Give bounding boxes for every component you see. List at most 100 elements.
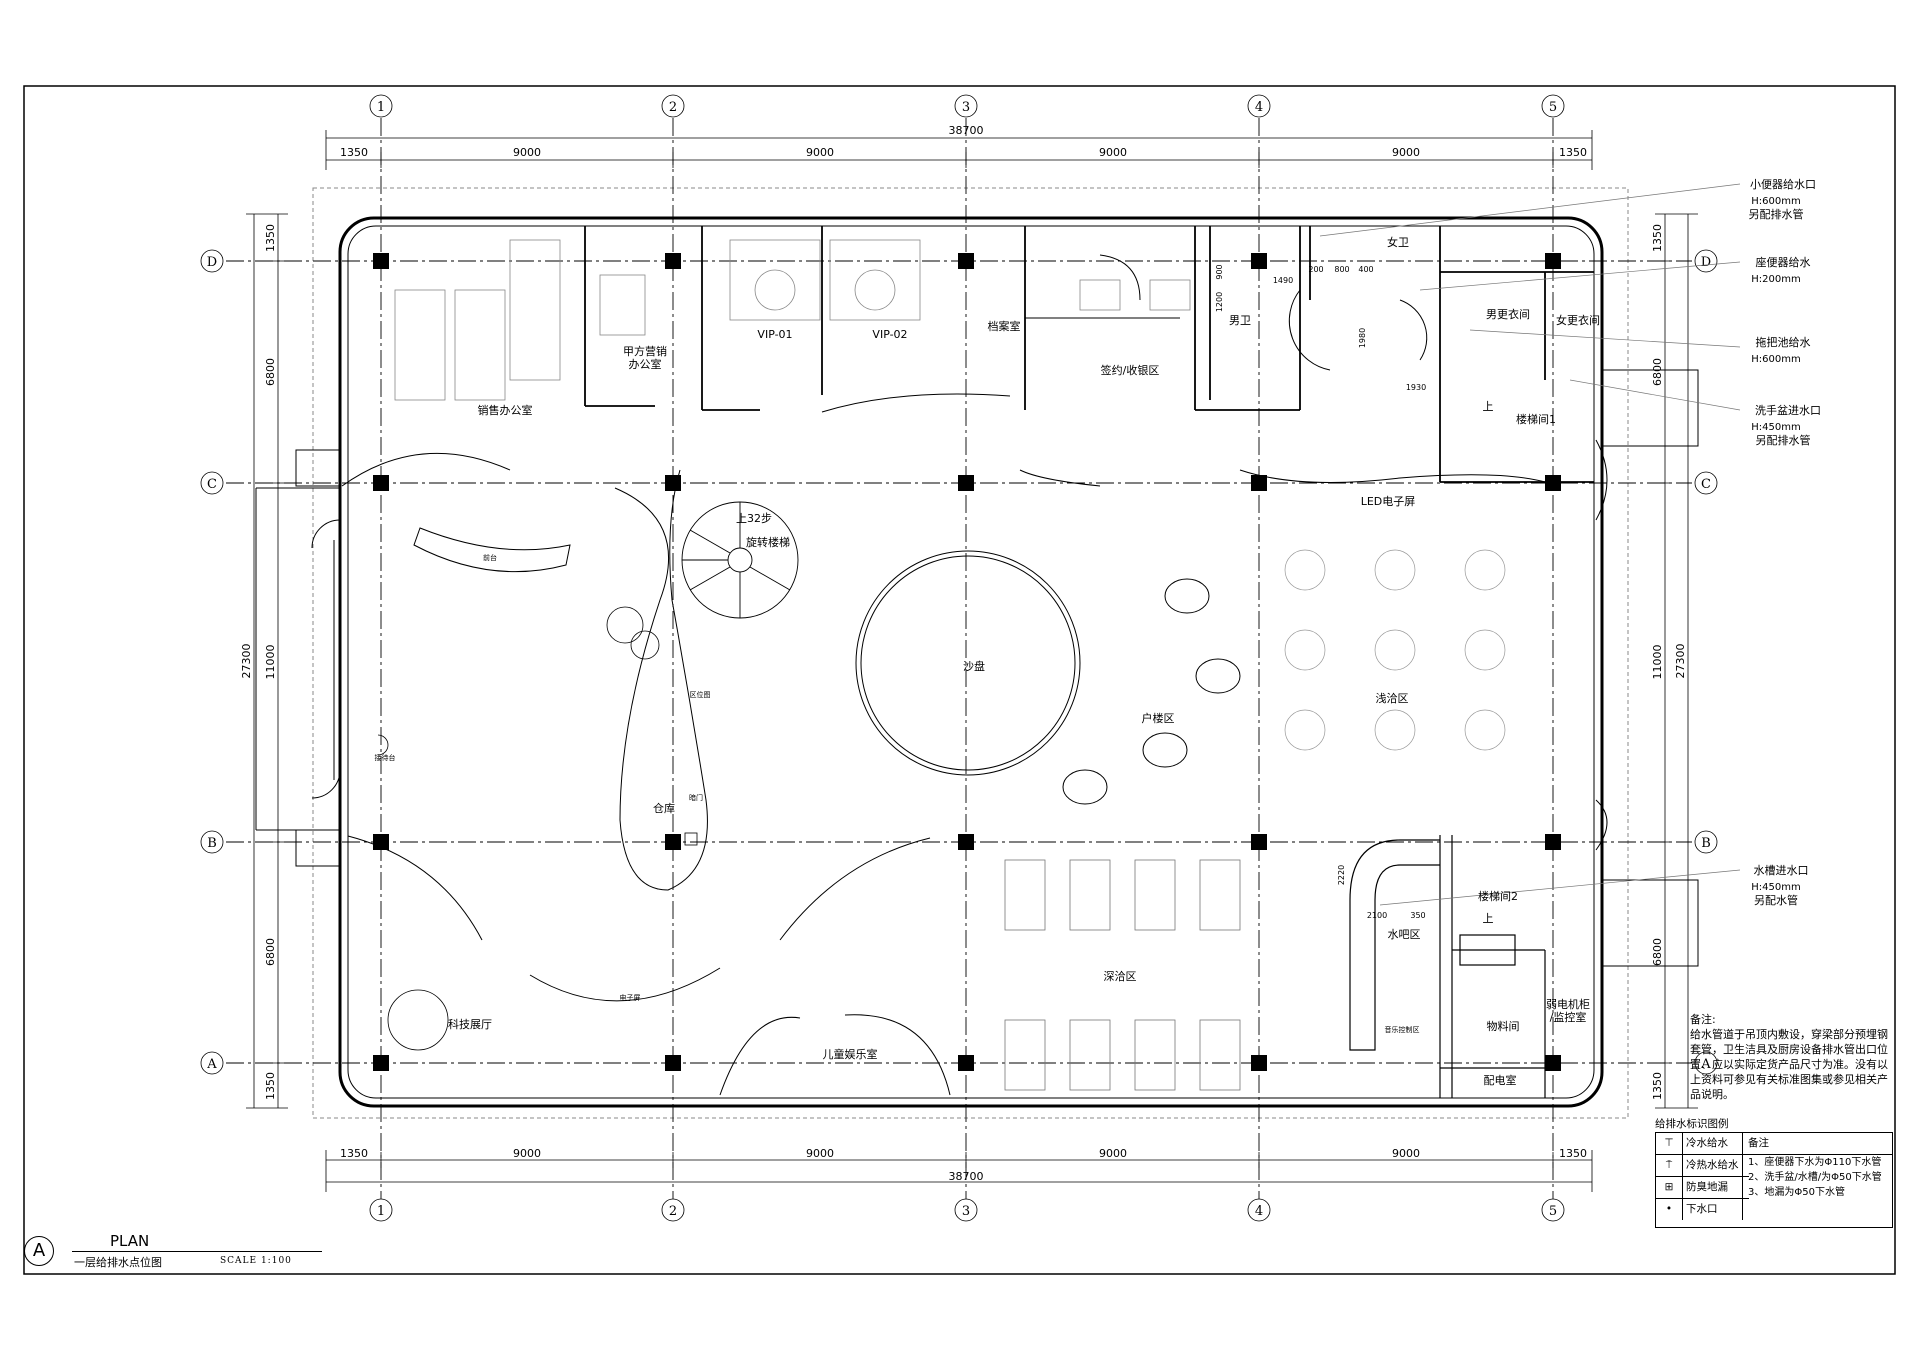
room-label-client-office: 甲方营销办公室 — [623, 344, 667, 371]
axis-bubble-b-right — [1694, 830, 1718, 854]
room-label-unit-area: 户楼区 — [1142, 711, 1175, 725]
column — [373, 253, 389, 269]
axis-bubble-5-top — [1541, 94, 1565, 118]
legend-row: ⊞ 防臭地漏 — [1656, 1177, 1749, 1199]
room-label-weak-elec: 弱电机柜/监控室 — [1546, 997, 1590, 1024]
dim-bottom-4: 9000 — [1099, 1147, 1127, 1160]
dim-detail-400: 400 — [1358, 265, 1373, 274]
room-label-deep: 深洽区 — [1104, 970, 1137, 983]
callout-urinal-line1: H:600mm — [1751, 196, 1800, 207]
callout-basin-title: 洗手盆进水口 — [1755, 403, 1821, 417]
building-inner-wall — [347, 225, 1595, 1099]
room-label-stair1: 楼梯间1 — [1516, 412, 1556, 426]
axis-bubble-d-left — [200, 249, 224, 273]
dim-right-5: 1350 — [1651, 1072, 1664, 1100]
column — [958, 834, 974, 850]
callout-mop-line1: H:600mm — [1751, 354, 1800, 365]
axis-label-d-left: D — [207, 255, 217, 270]
room-label-vip2: VIP-02 — [872, 328, 907, 341]
zone-map-label: 区位图 — [690, 690, 711, 699]
axis-bubble-d-right — [1694, 249, 1718, 273]
column — [1545, 475, 1561, 491]
axis-bubble-c-left — [200, 471, 224, 495]
room-label-shallow: 浅洽区 — [1376, 692, 1409, 705]
column — [373, 475, 389, 491]
column — [958, 253, 974, 269]
callout-mop-title: 拖把池给水 — [1756, 335, 1811, 349]
dim-detail-2100: 2100 — [1367, 911, 1387, 920]
column — [1251, 253, 1267, 269]
column — [1251, 1055, 1267, 1071]
deep-area-booths — [1004, 859, 1241, 1091]
room-label-stair2: 楼梯间2 — [1478, 889, 1518, 903]
callout-toilet-line1: H:200mm — [1751, 274, 1800, 285]
partition-details — [341, 254, 1546, 487]
axis-label-3-top: 3 — [962, 100, 970, 115]
callout-sink-line2: 另配水管 — [1754, 893, 1798, 907]
dim-total-left: 27300 — [240, 644, 253, 679]
room-label-tech: 科技展厅 — [448, 1017, 492, 1031]
drawing-scale: SCALE 1:100 — [220, 1256, 292, 1266]
floor-drain-icon: ⊞ — [1656, 1177, 1683, 1198]
column — [373, 834, 389, 850]
axis-bubble-b-left — [200, 830, 224, 854]
axis-bubble-3-top — [954, 94, 978, 118]
callout-leaders — [1319, 183, 1741, 906]
column — [665, 834, 681, 850]
dim-detail-800: 800 — [1334, 265, 1349, 274]
legend-note-2: 2、洗手盆/水槽/为Φ50下水管 — [1748, 1172, 1882, 1183]
column — [958, 475, 974, 491]
axis-bubble-2-bottom — [661, 1198, 685, 1222]
dim-bottom-5: 9000 — [1392, 1147, 1420, 1160]
partition-walls — [584, 226, 1594, 483]
grid-lines — [226, 118, 1692, 1200]
dim-total-top: 38700 — [949, 124, 984, 137]
column — [665, 253, 681, 269]
dim-left-4: 6800 — [264, 938, 277, 966]
axis-label-c-left: C — [207, 477, 217, 492]
axis-bubble-4-top — [1247, 94, 1271, 118]
shallow-area-tables — [1284, 549, 1506, 751]
axis-label-2-top: 2 — [669, 100, 677, 115]
callout-urinal-title: 小便器给水口 — [1750, 178, 1816, 191]
column — [1251, 834, 1267, 850]
dim-top-5: 9000 — [1392, 146, 1420, 159]
axis-label-c-right: C — [1701, 477, 1711, 492]
sales-office-furniture — [394, 239, 1191, 401]
room-label-sand-table: 沙盘 — [963, 659, 985, 673]
bench-label: 接待台 — [375, 753, 396, 762]
room-label-stair2-up: 上 — [1483, 912, 1494, 925]
legend-row: ⊤ 冷水给水 — [1656, 1133, 1892, 1155]
feature-icons — [377, 606, 698, 1051]
legend-note-head: 备注 — [1748, 1137, 1769, 1149]
water-bar-and-stair2 — [1349, 835, 1546, 1098]
dim-top-1: 1350 — [340, 146, 368, 159]
column — [958, 1055, 974, 1071]
axis-label-3-bottom: 3 — [962, 1204, 970, 1219]
callout-urinal-line2: 另配排水管 — [1749, 207, 1804, 221]
axis-label-4-top: 4 — [1255, 100, 1263, 115]
axis-bubble-2-top — [661, 94, 685, 118]
spiral-steps-label: 上32步 — [736, 512, 772, 525]
axis-bubble-c-right — [1694, 471, 1718, 495]
column — [1251, 475, 1267, 491]
room-label-power: 配电室 — [1484, 1073, 1517, 1087]
callout-basin-line2: 另配排水管 — [1756, 433, 1811, 447]
room-label-warehouse: 仓库 — [653, 801, 675, 815]
axis-label-1-top: 1 — [377, 100, 385, 115]
hidden-door-label: 暗门 — [689, 793, 703, 802]
dim-detail-1980: 1980 — [1358, 328, 1367, 348]
control-label: 音乐控制区 — [1385, 1025, 1420, 1034]
dim-detail-2220: 2220 — [1337, 865, 1346, 885]
legend-name: 下水口 — [1683, 1199, 1743, 1220]
legend-name: 防臭地漏 — [1683, 1177, 1743, 1198]
room-label-material: 物料间 — [1487, 1019, 1520, 1033]
legend-title: 给排水标识图例 — [1655, 1118, 1729, 1130]
dim-total-bottom: 38700 — [949, 1170, 984, 1183]
spiral-staircase — [681, 501, 799, 619]
drawing-subtitle: 一层给排水点位图 — [74, 1256, 162, 1269]
right-annexes — [1595, 369, 1699, 967]
lobby-curves — [347, 469, 1241, 1096]
dim-detail-1490: 1490 — [1273, 276, 1293, 285]
